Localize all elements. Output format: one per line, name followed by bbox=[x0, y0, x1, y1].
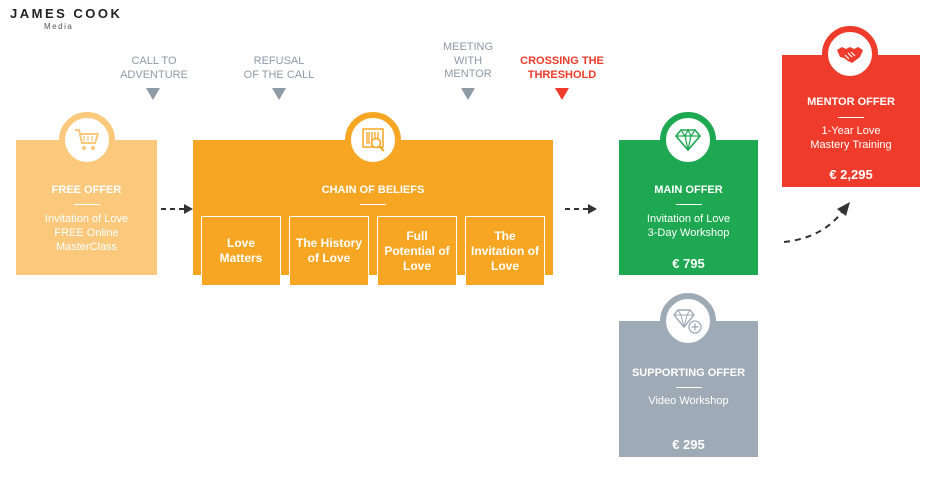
main-offer-price: € 795 bbox=[672, 256, 705, 271]
stage-crossing-the-threshold: CROSSING THE THRESHOLD bbox=[520, 55, 604, 81]
stage-marker-call bbox=[146, 88, 160, 100]
stage-meeting-with-mentor: MEETING WITH MENTOR bbox=[442, 41, 494, 80]
main-offer-title: MAIN OFFER bbox=[654, 184, 723, 196]
cart-icon bbox=[59, 112, 115, 168]
main-offer-description: Invitation of Love 3-Day Workshop bbox=[646, 213, 731, 239]
logo-name: JAMES COOK bbox=[10, 6, 123, 21]
free-offer-title: FREE OFFER bbox=[51, 184, 122, 196]
mentor-offer-price: € 2,295 bbox=[829, 167, 873, 182]
stage-call-to-adventure: CALL TO ADVENTURE bbox=[120, 55, 188, 81]
main-offer-divider bbox=[675, 204, 702, 205]
free-offer-description: Invitation of Love FREE Online MasterCla… bbox=[44, 213, 129, 253]
stage-refusal-of-the-call: REFUSAL OF THE CALL bbox=[243, 55, 315, 81]
diamond-icon bbox=[660, 112, 716, 168]
mentor-offer-title: MENTOR OFFER bbox=[807, 96, 895, 108]
flow-arrow-chain-to-main bbox=[565, 204, 597, 214]
chain-title: CHAIN OF BELIEFS bbox=[321, 184, 425, 196]
supporting-offer-description: Video Workshop bbox=[648, 395, 729, 407]
supporting-offer-divider bbox=[675, 387, 702, 388]
chain-divider bbox=[360, 204, 386, 205]
free-offer-divider bbox=[73, 204, 100, 205]
flow-arrow-main-to-mentor bbox=[783, 202, 850, 243]
logo-subtitle: Media bbox=[44, 22, 74, 31]
stage-marker-meeting bbox=[461, 88, 475, 100]
stage-marker-refusal bbox=[272, 88, 286, 100]
mentor-offer-description: 1-Year Love Mastery Training bbox=[810, 125, 892, 151]
stage-marker-crossing bbox=[555, 88, 569, 100]
diamond-plus-icon bbox=[660, 293, 716, 349]
flow-arrow-free-to-chain bbox=[161, 204, 193, 214]
supporting-offer-title: SUPPORTING OFFER bbox=[631, 367, 746, 379]
handshake-icon bbox=[822, 26, 878, 82]
mentor-offer-divider bbox=[838, 117, 864, 118]
supporting-offer-price: € 295 bbox=[672, 437, 705, 452]
barcode-search-icon bbox=[345, 112, 401, 168]
mentor-offer-card: MENTOR OFFER 1-Year Love Mastery Trainin… bbox=[782, 55, 920, 187]
